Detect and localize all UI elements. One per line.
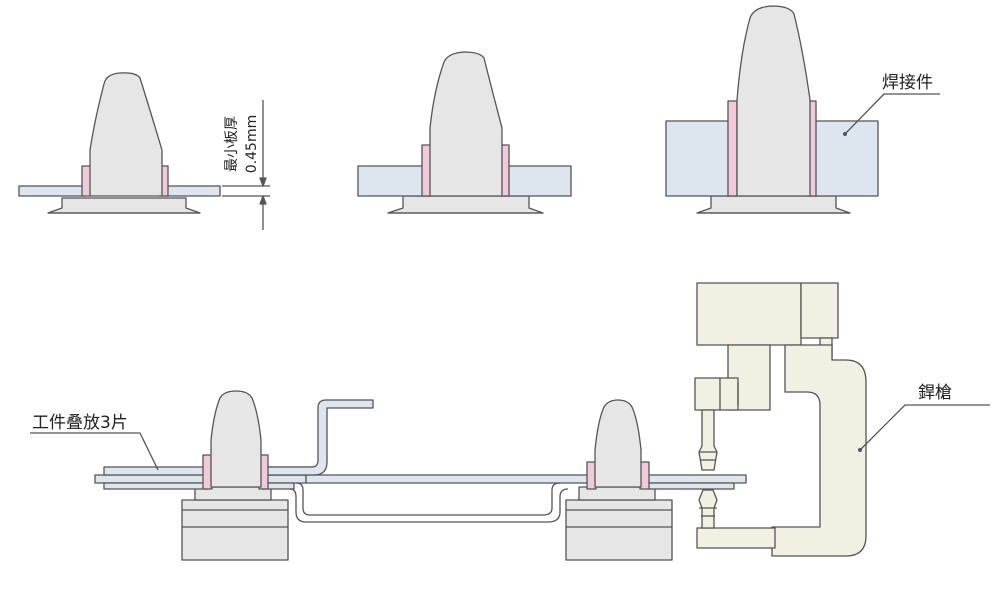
leader-workpiece	[844, 93, 940, 135]
panel-thick-plate	[665, 5, 940, 214]
stacked-sheets	[94, 466, 747, 490]
label-workpiece: 焊接件	[882, 73, 933, 93]
welding-gun	[694, 282, 990, 557]
gun-head	[694, 377, 739, 411]
leader-stack	[30, 432, 159, 471]
base-flange	[387, 195, 544, 214]
electrode-tip-upper	[698, 409, 718, 471]
plate-left	[18, 185, 87, 197]
base-flange	[696, 195, 851, 214]
panel-medium-plate	[357, 51, 572, 214]
stud-pin	[429, 51, 503, 197]
stud-pin	[89, 72, 163, 197]
panel-thin-plate	[18, 72, 270, 230]
collar-left	[727, 100, 738, 197]
label-min-plate: 最小板厚	[224, 116, 240, 172]
gun-lower-jaw	[696, 527, 776, 549]
plate-right	[162, 185, 221, 197]
label-min-plate-value: 0.45mm	[244, 115, 260, 173]
electrode-base-right	[565, 499, 673, 561]
stud-pin-right	[594, 399, 642, 488]
label-stack: 工件叠放3片	[32, 413, 128, 433]
electrode-base-left	[181, 499, 289, 561]
stud-pin	[736, 5, 811, 197]
plate-right	[503, 165, 572, 197]
gun-housing-right	[800, 282, 839, 339]
gun-housing-upper	[696, 282, 802, 346]
u-sheet	[289, 488, 569, 523]
plate-left	[357, 165, 429, 197]
gun-c-arm	[771, 344, 867, 557]
thickness-dimension	[222, 100, 270, 230]
bottom-assembly	[30, 390, 747, 561]
stud-pin-left	[210, 390, 262, 488]
label-weld-gun: 銲槍	[918, 383, 952, 403]
base-flange	[47, 197, 201, 214]
electrode-tip-lower	[698, 489, 718, 529]
leader-gun	[859, 404, 990, 451]
bent-sheet	[261, 399, 374, 476]
plate-left	[665, 120, 737, 197]
